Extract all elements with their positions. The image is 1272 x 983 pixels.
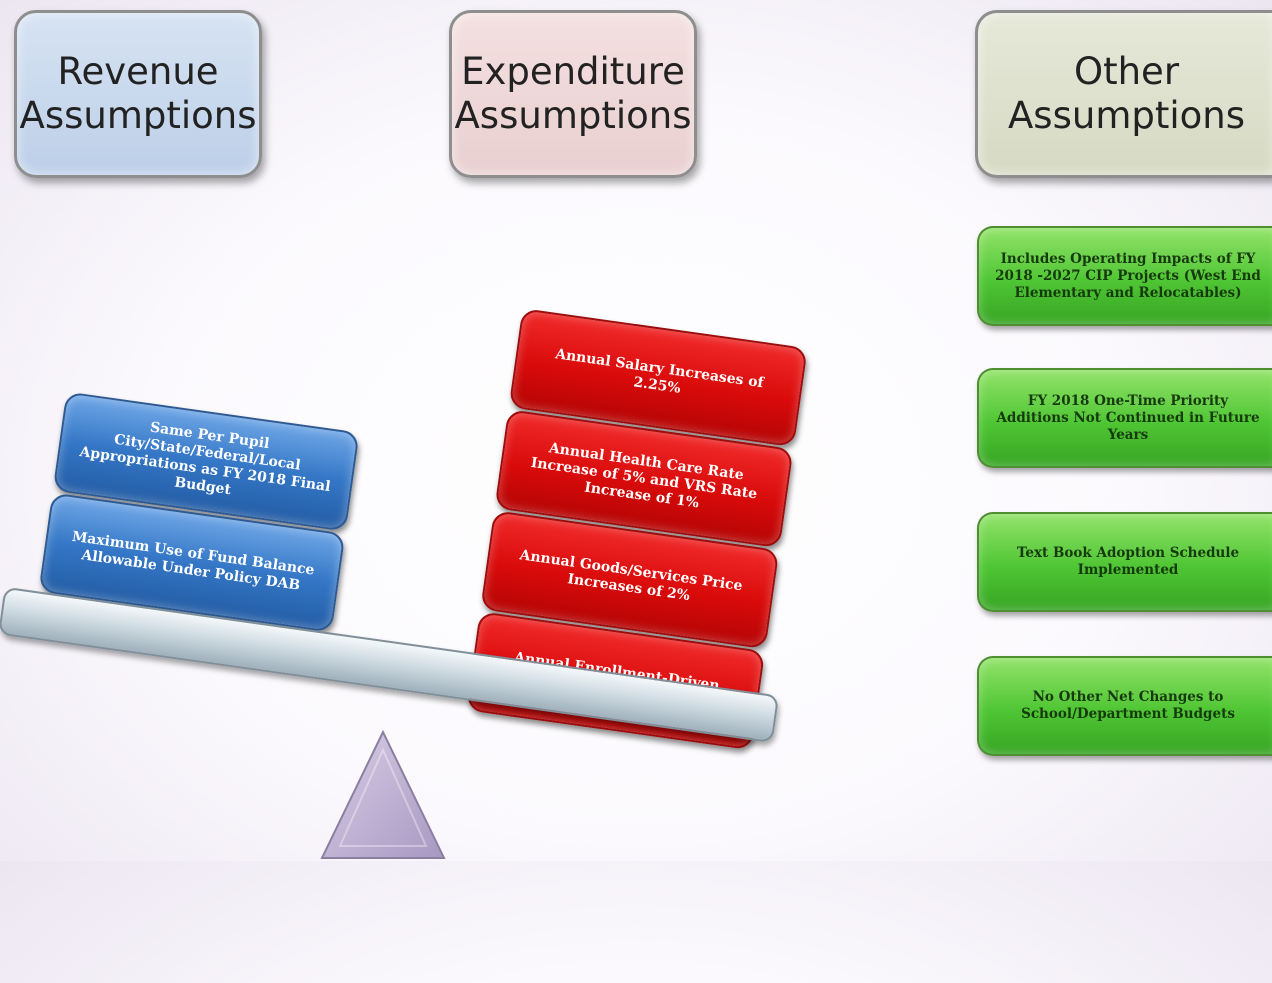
other-item-label: Includes Operating Impacts of FY 2018 -2… xyxy=(995,250,1261,301)
expenditure-item-label: Annual Health Care Rate Increase of 5% a… xyxy=(529,439,759,511)
other-item-cip-impacts: Includes Operating Impacts of FY 2018 -2… xyxy=(977,226,1272,326)
other-item-label: FY 2018 One-Time Priority Additions Not … xyxy=(996,392,1260,443)
other-item-label: Text Book Adoption Schedule Implemented xyxy=(1016,545,1240,578)
revenue-item-label: Same Per Pupil City/State/Federal/Local … xyxy=(78,419,332,499)
other-item-no-net-changes: No Other Net Changes to School/Departmen… xyxy=(977,656,1272,756)
other-item-label: No Other Net Changes to School/Departmen… xyxy=(1021,689,1235,722)
other-item-one-time-additions: FY 2018 One-Time Priority Additions Not … xyxy=(977,368,1272,468)
expenditure-item-label: Annual Goods/Services Price Increases of… xyxy=(518,547,744,605)
revenue-assumptions-header: Revenue Assumptions xyxy=(14,10,262,178)
revenue-item-label: Maximum Use of Fund Balance Allowable Un… xyxy=(70,528,316,594)
other-item-textbook-schedule: Text Book Adoption Schedule Implemented xyxy=(977,512,1272,612)
expenditure-assumptions-header: Expenditure Assumptions xyxy=(449,10,697,178)
other-header-label: Other Assumptions xyxy=(1008,50,1245,137)
other-assumptions-header: Other Assumptions xyxy=(975,10,1272,178)
fulcrum-triangle xyxy=(320,729,446,859)
revenue-header-label: Revenue Assumptions xyxy=(19,50,257,137)
expenditure-header-label: Expenditure Assumptions xyxy=(454,50,692,137)
expenditure-item-label: Annual Salary Increases of 2.25% xyxy=(554,346,765,397)
